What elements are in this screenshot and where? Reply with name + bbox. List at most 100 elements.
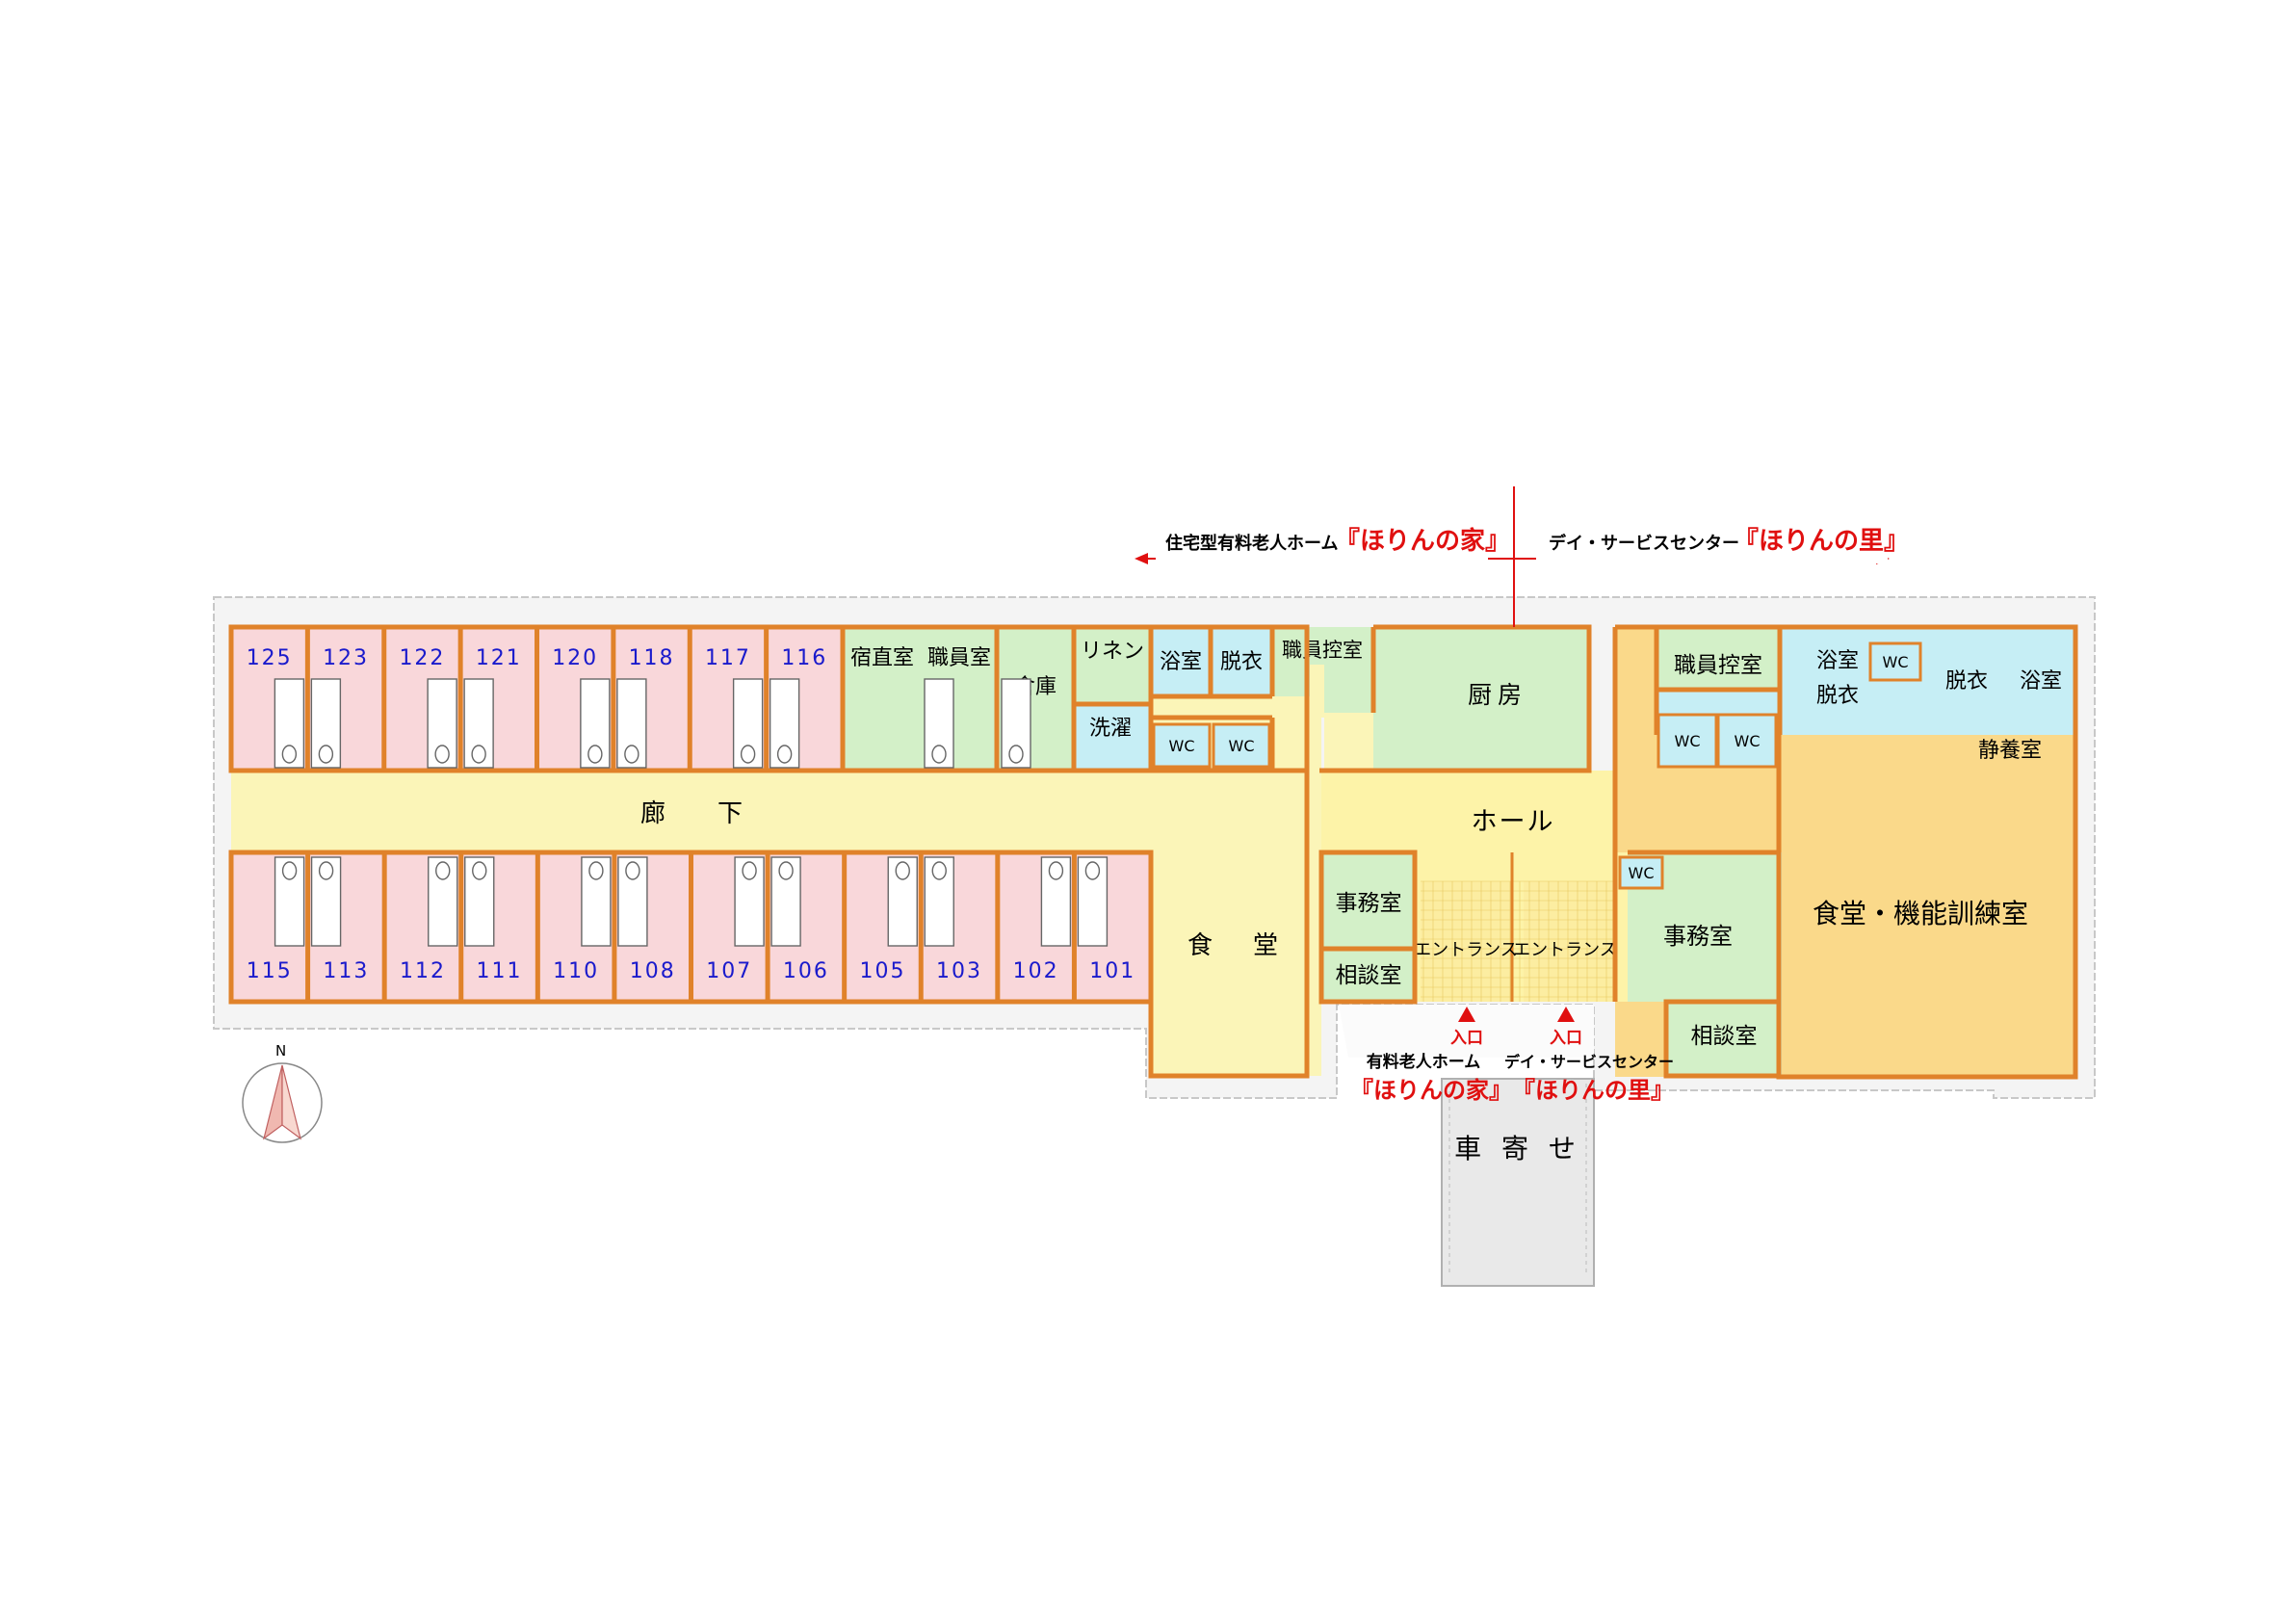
staff-lounge-left-label: 職員控室 [1282,639,1363,662]
room-number-label: 102 [1013,959,1059,983]
wc-room: WC [1657,713,1718,769]
laundry-label: 洗濯 [1089,717,1132,741]
room-number-label: 101 [1089,959,1135,983]
room-number-label: 125 [247,646,293,670]
bathroom-unit-icon [274,678,305,769]
office-left-label: 事務室 [1336,891,1402,916]
room-number-label: 105 [859,959,905,983]
compass: N [242,1042,323,1143]
bath-right-b-label: 浴室 [2020,669,2062,693]
dining-left: 食 堂 [1151,696,1321,1076]
staff-room-label: 職員室 [927,646,991,670]
staff-lounge-right-label: 職員控室 [1674,653,1762,678]
toilet-icon [931,745,947,764]
room-number-label: 121 [476,646,522,670]
wc-room: WC [1152,722,1212,769]
room-number-label: 111 [477,959,523,983]
wc-label: WC [1883,653,1909,671]
room-number-label: 120 [552,646,598,670]
entrance-left-label: エントランス [1414,940,1518,960]
toilet-icon [281,861,298,880]
wc-room: WC [1868,641,1922,682]
room-number-label: 118 [629,646,675,670]
hall-block: ホール エントランス エントランス [1321,771,1617,1002]
toilet-icon [1008,745,1024,764]
toilet-icon [472,861,487,880]
toilet-icon [434,745,450,764]
entrance-right-marker: 入口 [1550,1029,1582,1048]
entrance-left-arrow-icon [1458,1007,1475,1022]
room-number-label: 103 [936,959,982,983]
dining-training-label: 食堂・機能訓練室 [1813,898,2028,929]
consult-right-label: 相談室 [1691,1024,1758,1049]
hall-label: ホール [1472,807,1555,837]
entrance-right-label: エントランス [1513,940,1617,960]
consult-left-label: 相談室 [1336,963,1402,988]
room-number-label: 117 [705,646,751,670]
entrance-labels: 入口 入口 有料老人ホーム デイ・サービスセンター 『ほりんの家』 『ほりんの里… [1350,1007,1674,1104]
corridor-label: 廊 下 [640,799,756,828]
entrance-right-type: デイ・サービスセンター [1504,1053,1674,1071]
wc-label: WC [1169,737,1195,755]
left-arrow-icon [1135,553,1148,564]
toilet-icon [895,861,910,880]
night-duty-label: 宿直室 [850,646,914,670]
bath-left-label: 浴室 [1160,650,1202,674]
room-number-label: 107 [706,959,752,983]
rest-room-label: 静養室 [1978,739,2042,763]
wc-room: WC [1716,713,1778,769]
day-service-block: 職員控室 浴室 脱衣 脱衣 浴室 静養室 事務室 相談室 食堂・機能訓練室 [1615,627,2075,1077]
room-number-label: 110 [553,959,599,983]
wc-label: WC [1229,737,1255,755]
toilet-icon [471,745,486,764]
room-fixtures [274,678,1109,947]
toilet-icon [588,861,604,880]
dining-left-label: 食 堂 [1187,931,1286,960]
toilet-icon [625,861,640,880]
kitchen: 厨房 [1373,627,1589,771]
room-number-label: 108 [630,959,676,983]
toilet-icon [587,745,603,764]
toilet-icon [435,861,451,880]
toilet-icon [740,745,756,764]
entrance-left-type: 有料老人ホーム [1367,1052,1481,1072]
compass-letter: N [275,1042,286,1060]
left-facility-name: 『ほりんの家』 [1335,526,1510,556]
room-number-label: 112 [400,959,446,983]
toilet-icon [931,861,947,880]
office-right-label: 事務室 [1663,923,1733,950]
toilet-icon [776,745,793,764]
car-porch: 車 寄 せ [1441,1078,1595,1287]
dressing-right-b-label: 脱衣 [1945,669,1988,693]
dressing-left-label: 脱衣 [1220,650,1263,674]
right-facility-type: デイ・サービスセンター [1549,533,1739,554]
toilet-icon [778,861,794,880]
toilet-icon [624,745,639,764]
room-number-label: 115 [247,959,293,983]
walls [228,624,2078,1080]
kitchen-label: 厨房 [1468,681,1527,709]
toilet-icon [742,861,757,880]
entrance-left-name: 『ほりんの家』 [1350,1077,1512,1104]
office-left-block: 事務室 相談室 [1321,852,1415,1002]
wc-boxes: WC WC WC WC WC WC [1152,641,1922,890]
wc-room: WC [1618,855,1664,890]
bath-right-a-label: 浴室 [1816,649,1859,673]
wc-label: WC [1629,864,1655,882]
toilet-icon [1084,861,1101,880]
wc-label: WC [1675,732,1701,750]
entrance-right-arrow-icon [1557,1007,1575,1022]
left-facility-type: 住宅型有料老人ホーム [1165,533,1338,554]
wc-room: WC [1212,722,1271,769]
car-porch-label: 車 寄 せ [1454,1133,1581,1164]
toilet-icon [1048,861,1064,880]
dressing-right-a-label: 脱衣 [1816,684,1859,708]
room-number-label: 116 [781,646,827,670]
wc-label: WC [1735,732,1761,750]
room-number-label: 106 [783,959,829,983]
room-number-label: 123 [323,646,369,670]
toilet-icon [318,745,334,764]
room-number-label: 113 [323,959,369,983]
